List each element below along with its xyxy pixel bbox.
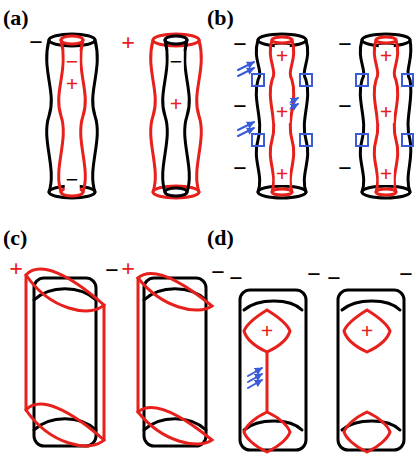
- box-d-left: [240, 290, 306, 452]
- charge-sign: −: [65, 169, 80, 191]
- charge-sign: −: [398, 262, 414, 286]
- charge-sign: +: [379, 163, 394, 185]
- panel-label: (d): [206, 227, 235, 249]
- charge-sign: +: [8, 256, 24, 280]
- panel-label: (c): [2, 227, 28, 249]
- box-c-left: [26, 269, 104, 446]
- charge-sign: +: [275, 45, 290, 67]
- box-c-right: [138, 274, 212, 446]
- cylinder-b-right: [356, 34, 413, 198]
- charge-sign: −: [104, 258, 120, 282]
- charge-sign: −: [228, 266, 244, 290]
- charge-sign: −: [28, 30, 44, 54]
- cylinder-b-left: [238, 34, 312, 198]
- panel-label: (b): [206, 7, 235, 29]
- charge-sign: +: [260, 320, 275, 342]
- charge-sign: −: [306, 262, 322, 286]
- cylinder-a-left: [47, 34, 98, 198]
- charge-sign: −: [65, 51, 80, 73]
- charge-sign: +: [120, 30, 136, 54]
- charge-sign: +: [275, 101, 290, 123]
- charge-sign: −: [169, 51, 184, 73]
- charge-sign: −: [337, 32, 353, 56]
- charge-sign: −: [337, 156, 353, 180]
- charge-sign: +: [379, 101, 394, 123]
- box-d-right: [338, 290, 404, 452]
- charge-sign: −: [210, 260, 226, 284]
- panel-label: (a): [2, 7, 30, 29]
- cylinder-a-right: [151, 34, 202, 198]
- charge-sign: +: [120, 256, 136, 280]
- charge-sign: −: [337, 94, 353, 118]
- charge-sign: −: [232, 94, 248, 118]
- charge-sign: −: [232, 156, 248, 180]
- charge-sign: +: [275, 163, 290, 185]
- charge-sign: −: [232, 32, 248, 56]
- charge-sign: +: [360, 320, 375, 342]
- charge-sign: +: [379, 45, 394, 67]
- charge-sign: −: [326, 266, 342, 290]
- charge-sign: +: [169, 93, 184, 115]
- charge-sign: +: [65, 73, 80, 95]
